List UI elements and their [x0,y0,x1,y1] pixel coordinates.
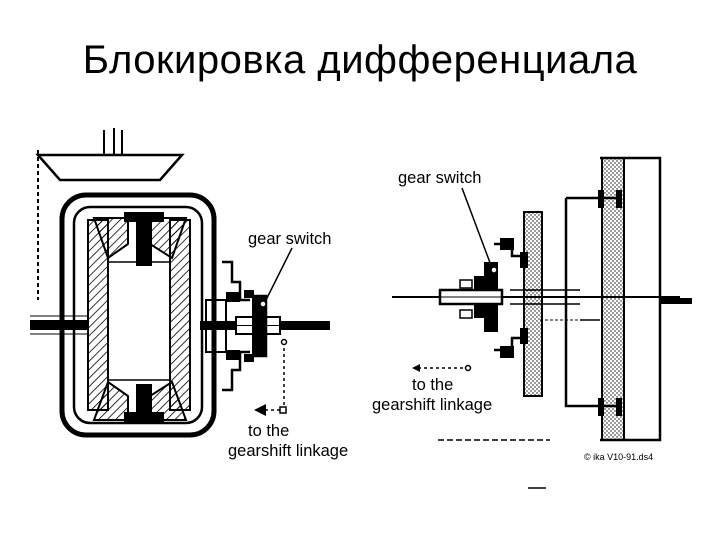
right-gear-switch-label: gear switch [398,169,481,187]
ring-gear-top [35,153,185,182]
left-gear-switch-label: gear switch [248,230,331,248]
left-to-the-label: to the [248,422,289,440]
right-to-the-label: to the [412,376,453,394]
left-axle [30,320,88,330]
left-gear-switch-pointer [264,247,293,303]
pinion-top [124,212,164,266]
credit-text: © ika V10-91.ds4 [584,452,653,462]
left-linkage-label: gearshift linkage [228,442,348,460]
housing-inner [72,205,204,425]
page-title: Блокировка дифференциала [82,38,638,82]
right-switch-diagram [392,156,692,489]
pinion-bottom [124,384,164,422]
right-gear-switch-pointer [461,187,493,269]
bevel-bottom-left [92,380,129,421]
clutch-collar [222,260,268,392]
left-differential-diagram [30,128,330,438]
bevel-top-left [92,217,129,260]
right-linkage-label: gearshift linkage [372,396,492,414]
